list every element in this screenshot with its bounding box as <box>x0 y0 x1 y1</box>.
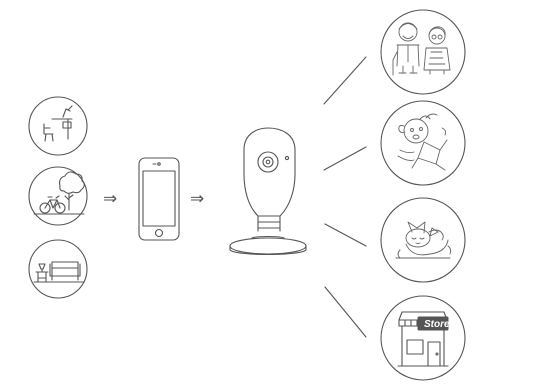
connector-line-4 <box>324 286 367 338</box>
smartphone-icon <box>138 157 180 241</box>
store-scene-icon: Store <box>380 295 466 381</box>
baby-scene-icon <box>380 100 466 186</box>
store-sign-label: Store <box>424 319 450 330</box>
sleeping-pet-scene-icon <box>380 197 466 283</box>
connector-line-2 <box>323 146 367 171</box>
connector-line-1 <box>323 56 367 105</box>
elderly-couple-scene-icon <box>380 9 466 95</box>
desk-scene-icon <box>28 96 88 156</box>
outdoor-scene-icon <box>28 166 88 226</box>
arrow-to-camera-icon: ⇒ <box>190 189 204 209</box>
arrow-to-phone-icon: ⇒ <box>103 189 117 209</box>
security-camera-icon <box>229 127 307 255</box>
connector-line-3 <box>324 223 367 247</box>
living-room-scene-icon <box>28 239 88 299</box>
